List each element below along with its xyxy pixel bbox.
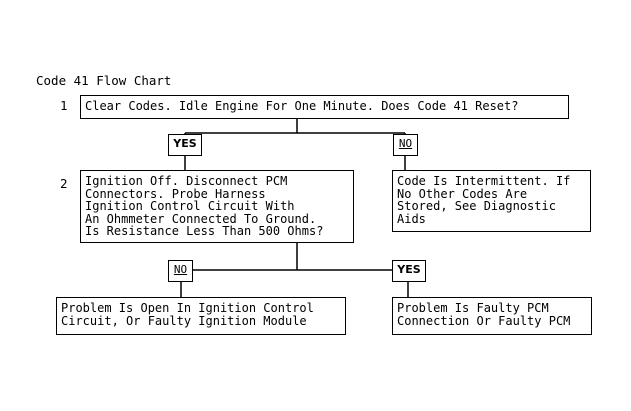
chart-title: Code 41 Flow Chart: [36, 73, 172, 88]
step2-no-label: NO: [168, 260, 193, 282]
step1-no-label: NO: [393, 134, 418, 156]
step1-yes-label: YES: [168, 134, 202, 156]
step-2-box: Ignition Off. Disconnect PCM Connectors.…: [80, 170, 354, 243]
step2-yes-label: YES: [392, 260, 426, 282]
outcome-faulty-pcm-box: Problem Is Faulty PCM Connection Or Faul…: [392, 297, 592, 335]
step-1-box: Clear Codes. Idle Engine For One Minute.…: [80, 95, 569, 119]
step-number-1: 1: [60, 98, 68, 113]
outcome-intermittent-box: Code Is Intermittent. If No Other Codes …: [392, 170, 591, 232]
step-number-2: 2: [60, 176, 68, 191]
outcome-open-circuit-box: Problem Is Open In Ignition Control Circ…: [56, 297, 346, 335]
